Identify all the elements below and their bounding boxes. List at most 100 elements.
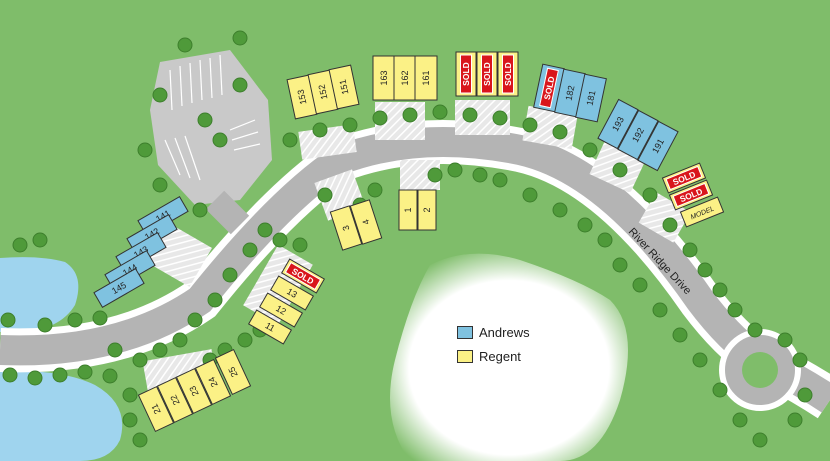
lot-shape[interactable] — [417, 189, 437, 231]
lot-shape[interactable] — [329, 205, 363, 251]
lot-23[interactable]: 23 — [175, 367, 213, 415]
lot-shape[interactable] — [93, 267, 145, 309]
lot-152[interactable]: 152 — [307, 69, 339, 115]
tree — [52, 367, 68, 383]
tree — [67, 312, 83, 328]
lot-162[interactable]: 162 — [393, 55, 417, 101]
tree — [652, 302, 668, 318]
lot-151[interactable]: 151 — [328, 64, 360, 110]
lot-192[interactable]: 192 — [617, 109, 659, 161]
lot-number: 2 — [422, 207, 432, 212]
lot-number: 151 — [338, 79, 351, 96]
lot-181[interactable]: 181 — [575, 73, 607, 123]
lot-shape[interactable] — [175, 367, 213, 415]
lot-shape[interactable] — [137, 385, 175, 433]
lot-shape[interactable] — [414, 55, 438, 101]
tree — [37, 317, 53, 333]
lot-number: 161 — [421, 70, 431, 85]
lot-4[interactable]: 4 — [349, 199, 383, 245]
lot-21[interactable]: 21 — [137, 385, 175, 433]
lot-shape[interactable] — [247, 309, 293, 345]
lot-shape[interactable] — [637, 120, 679, 172]
pond-west — [0, 257, 79, 332]
lot-2[interactable]: 2 — [417, 189, 437, 231]
tree — [552, 202, 568, 218]
lot-25[interactable]: 25 — [214, 348, 252, 396]
lot-shape[interactable] — [156, 376, 194, 424]
tree — [232, 77, 248, 93]
legend-swatch-andrews — [457, 325, 473, 339]
lot-shape[interactable] — [258, 292, 304, 328]
tree — [152, 177, 168, 193]
tree — [317, 187, 333, 203]
lot-203[interactable]: SOLD — [661, 162, 707, 194]
tree — [132, 352, 148, 368]
pond-southwest — [0, 371, 123, 461]
lot-shape[interactable] — [269, 275, 315, 311]
tree — [152, 87, 168, 103]
tree — [672, 327, 688, 343]
lot-12[interactable]: 12 — [258, 292, 304, 328]
lot-shape[interactable] — [617, 109, 659, 161]
tree — [612, 162, 628, 178]
trees — [0, 30, 813, 448]
lot-number: 23 — [187, 384, 200, 397]
lot-3[interactable]: 3 — [329, 205, 363, 251]
lot-shape[interactable] — [214, 348, 252, 396]
tree — [132, 432, 148, 448]
lot-shape[interactable] — [349, 199, 383, 245]
sold-badge-bg — [539, 67, 559, 109]
sold-label: SOLD — [482, 62, 492, 86]
lot-14[interactable]: SOLD — [280, 258, 326, 294]
sold-label: SOLD — [461, 62, 471, 86]
tree — [492, 110, 508, 126]
lot-172[interactable]: SOLD — [476, 51, 498, 97]
tree — [92, 310, 108, 326]
tree — [582, 142, 598, 158]
lot-shape[interactable] — [575, 73, 607, 123]
tree — [172, 332, 188, 348]
tree — [282, 132, 298, 148]
lot-153[interactable]: 153 — [286, 74, 318, 120]
lot-24[interactable]: 24 — [194, 358, 232, 406]
lot-shape[interactable] — [398, 189, 418, 231]
lot-202[interactable]: SOLD — [668, 179, 714, 211]
lot-22[interactable]: 22 — [156, 376, 194, 424]
lot-1[interactable]: 1 — [398, 189, 418, 231]
lot-171[interactable]: SOLD — [497, 51, 519, 97]
lot-182[interactable]: 182 — [554, 68, 586, 118]
tree — [787, 412, 803, 428]
tree — [232, 30, 248, 46]
tree — [0, 312, 16, 328]
lot-163[interactable]: 163 — [372, 55, 396, 101]
tree — [402, 107, 418, 123]
lot-shape[interactable] — [597, 98, 639, 150]
lot-shape[interactable] — [194, 358, 232, 406]
tree — [197, 112, 213, 128]
tree — [712, 282, 728, 298]
lot-11[interactable]: 11 — [247, 309, 293, 345]
lot-model[interactable]: MODEL — [679, 196, 725, 228]
legend-label-andrews: Andrews — [479, 324, 530, 340]
tree — [597, 232, 613, 248]
lot-161[interactable]: 161 — [414, 55, 438, 101]
lot-173[interactable]: SOLD — [455, 51, 477, 97]
lot-number: 163 — [379, 70, 389, 85]
sold-badge: SOLD — [539, 67, 559, 109]
tree — [462, 107, 478, 123]
lot-number: 162 — [400, 70, 410, 85]
sold-badge-bg — [672, 182, 710, 208]
lot-13[interactable]: 13 — [269, 275, 315, 311]
lot-191[interactable]: 191 — [637, 120, 679, 172]
tree — [612, 257, 628, 273]
lot-number: 4 — [360, 218, 371, 226]
cul-de-sac-island — [742, 352, 778, 388]
tree — [632, 277, 648, 293]
lot-145[interactable]: 145 — [93, 267, 145, 309]
lot-shape[interactable] — [679, 196, 725, 228]
sold-badge-bg — [481, 54, 493, 94]
sold-badge-bg — [502, 54, 514, 94]
lot-193[interactable]: 193 — [597, 98, 639, 150]
lot-shape[interactable] — [328, 64, 360, 110]
